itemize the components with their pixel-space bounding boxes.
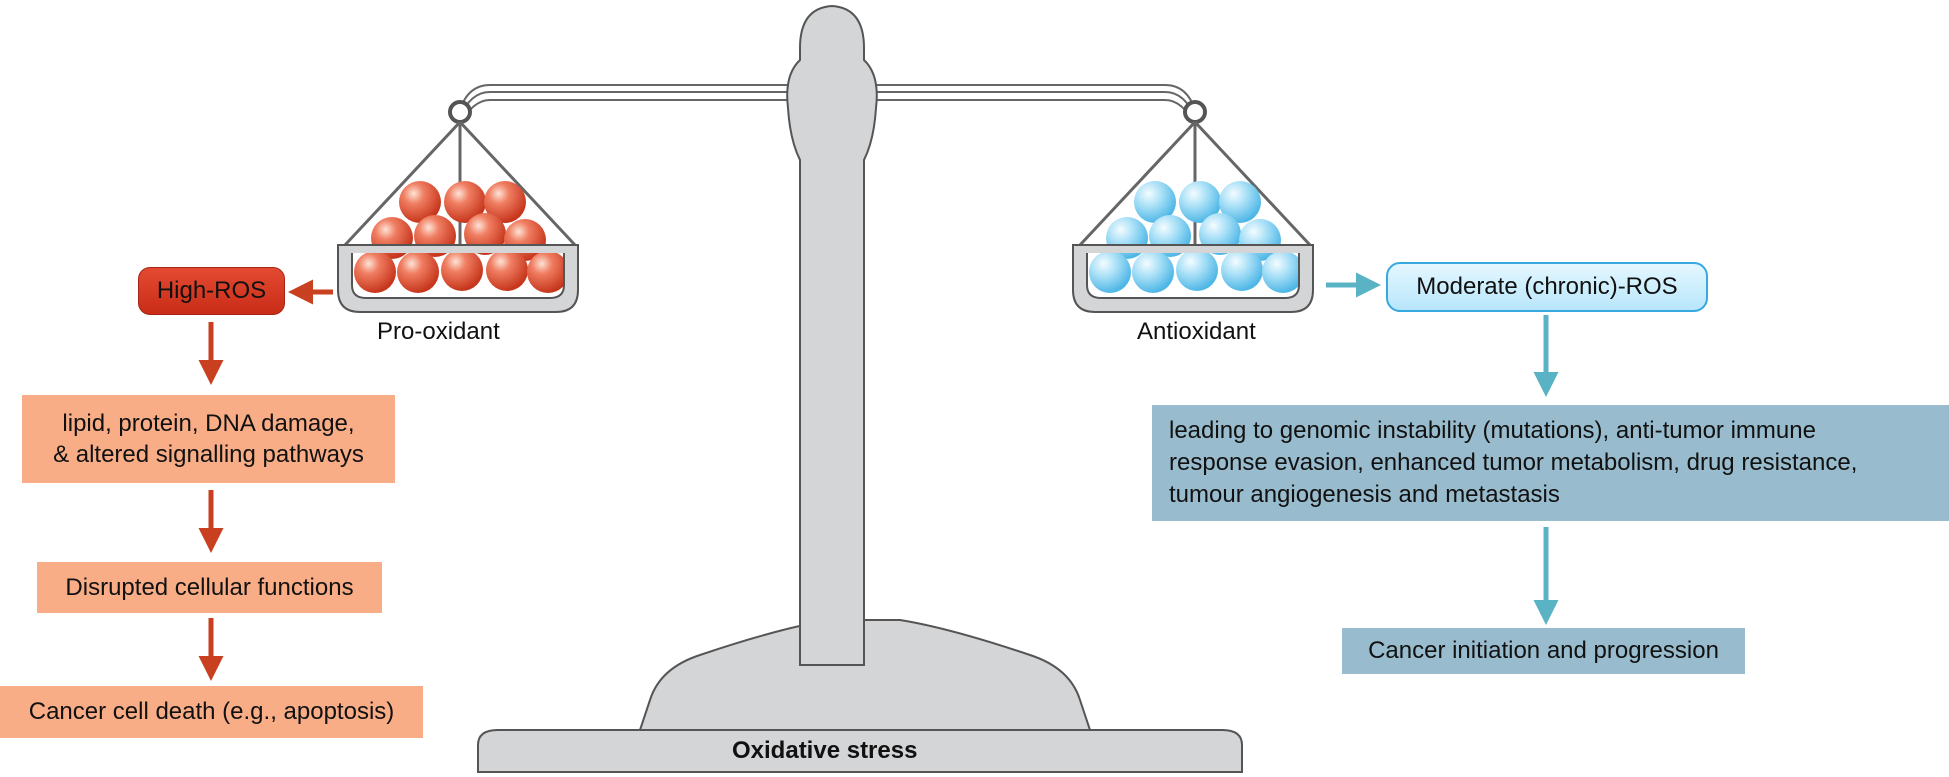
scale-pillar <box>786 4 878 666</box>
moderate-ros-box: Moderate (chronic)-ROS <box>1386 262 1708 312</box>
oxidative-stress-label: Oxidative stress <box>732 737 918 764</box>
cancer-initiation-text: Cancer initiation and progression <box>1368 637 1719 664</box>
antioxidant-label: Antioxidant <box>1137 318 1256 345</box>
disrupted-functions-text: Disrupted cellular functions <box>65 573 354 601</box>
high-ros-text: High-ROS <box>156 277 267 304</box>
damage-text: lipid, protein, DNA damage, & altered si… <box>53 410 364 468</box>
left-arrows <box>198 279 333 681</box>
pro-oxidant-balls <box>354 181 569 293</box>
high-ros-box: High-ROS <box>138 267 285 315</box>
effects-text: leading to genomic instability (mutation… <box>1169 417 1858 508</box>
cancer-cell-death-box: Cancer cell death (e.g., apoptosis) <box>0 686 423 738</box>
right-arrows <box>1326 272 1559 625</box>
pro-oxidant-label: Pro-oxidant <box>377 318 500 345</box>
right-pivot <box>1183 100 1207 124</box>
damage-box: lipid, protein, DNA damage, & altered si… <box>22 395 395 483</box>
cancer-initiation-box: Cancer initiation and progression <box>1342 628 1745 674</box>
left-pivot <box>448 100 472 124</box>
disrupted-functions-box: Disrupted cellular functions <box>37 562 382 613</box>
left-pan <box>337 244 579 313</box>
scale-base <box>477 619 1243 773</box>
moderate-ros-text: Moderate (chronic)-ROS <box>1416 273 1678 300</box>
effects-box: leading to genomic instability (mutation… <box>1152 405 1949 521</box>
cancer-cell-death-text: Cancer cell death (e.g., apoptosis) <box>28 698 395 725</box>
right-pan <box>1072 244 1314 313</box>
